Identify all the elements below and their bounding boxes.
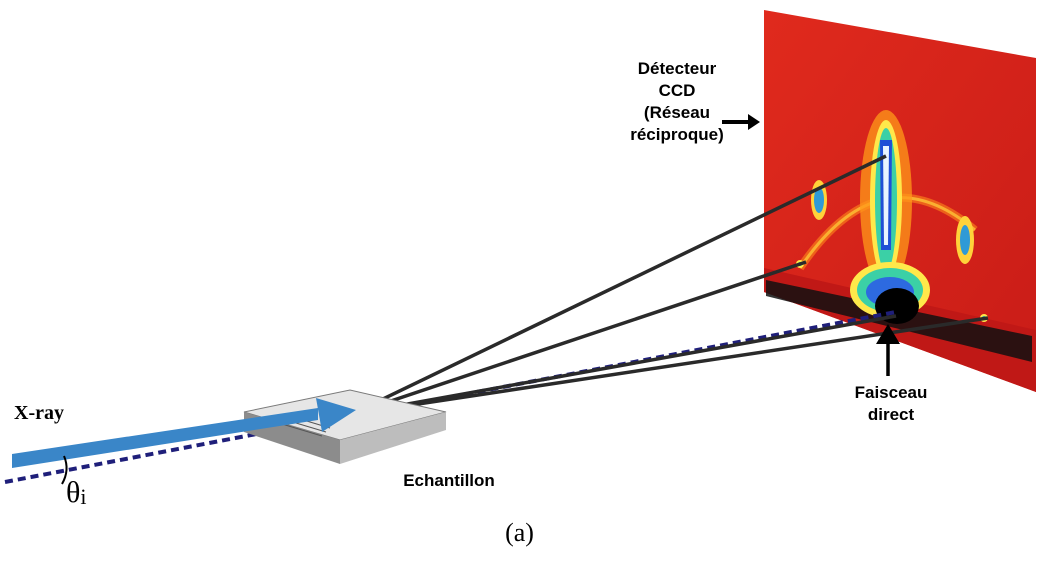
- direct-beam-label-line-2: direct: [867, 405, 915, 424]
- theta-label: θi: [66, 476, 87, 510]
- ccd-detector: [764, 10, 1036, 392]
- xray-label: X-ray: [14, 402, 64, 424]
- direct-beam-label-line-1: Faisceau: [854, 383, 928, 402]
- incident-xray-beam: [12, 398, 356, 468]
- sample-label: Echantillon: [403, 471, 495, 490]
- theta-subscript: i: [80, 484, 87, 509]
- direct-beam-label: Faisceau direct: [826, 382, 956, 426]
- direct-beam-pointer-arrow: [876, 324, 900, 376]
- detector-label: Détecteur CCD (Réseau réciproque): [592, 58, 762, 146]
- horizon-dashed-line: [4, 310, 897, 484]
- figure-caption: (a): [505, 518, 534, 547]
- detector-label-line-1: Détecteur: [637, 59, 717, 78]
- detector-label-line-3: (Réseau: [643, 103, 711, 122]
- detector-pointer-arrow: [722, 114, 760, 130]
- detector-label-line-2: CCD: [658, 81, 696, 100]
- theta-symbol: θ: [66, 476, 81, 509]
- theta-angle-arc: [61, 455, 68, 485]
- detector-label-line-4: réciproque): [630, 125, 724, 144]
